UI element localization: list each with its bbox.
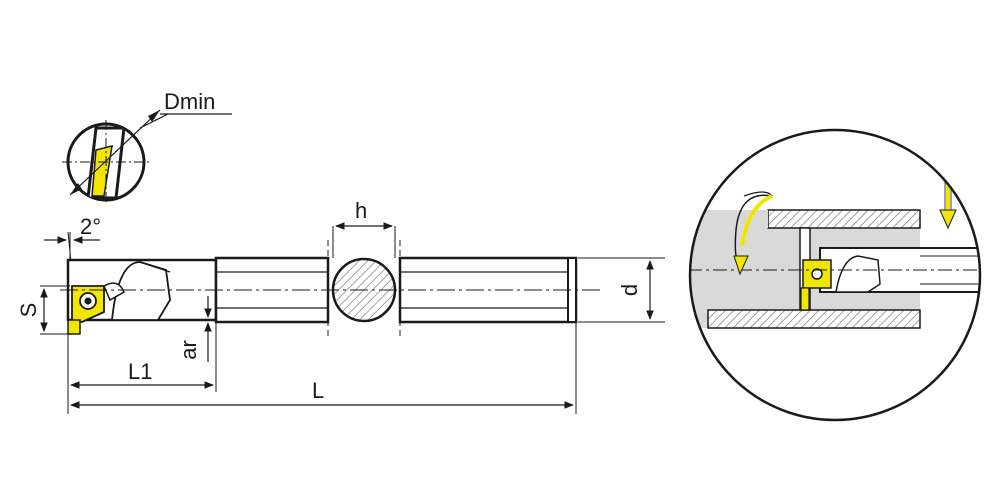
dmin-detail: Dmin: [62, 89, 232, 204]
angle-dimension: 2°: [44, 214, 101, 263]
l1-label: L1: [128, 359, 152, 384]
h-label: h: [355, 198, 367, 223]
s-label: S: [16, 303, 41, 318]
dmin-label: Dmin: [164, 89, 215, 114]
ar-label: ar: [176, 340, 201, 360]
d-label: d: [617, 284, 642, 296]
tool-side-view: [60, 240, 600, 340]
l-label: L: [312, 378, 324, 403]
dimensions: h d S ar L1 L: [16, 198, 665, 414]
machining-detail: [688, 128, 982, 422]
insert-small: [91, 144, 113, 197]
angle-label: 2°: [80, 214, 101, 239]
